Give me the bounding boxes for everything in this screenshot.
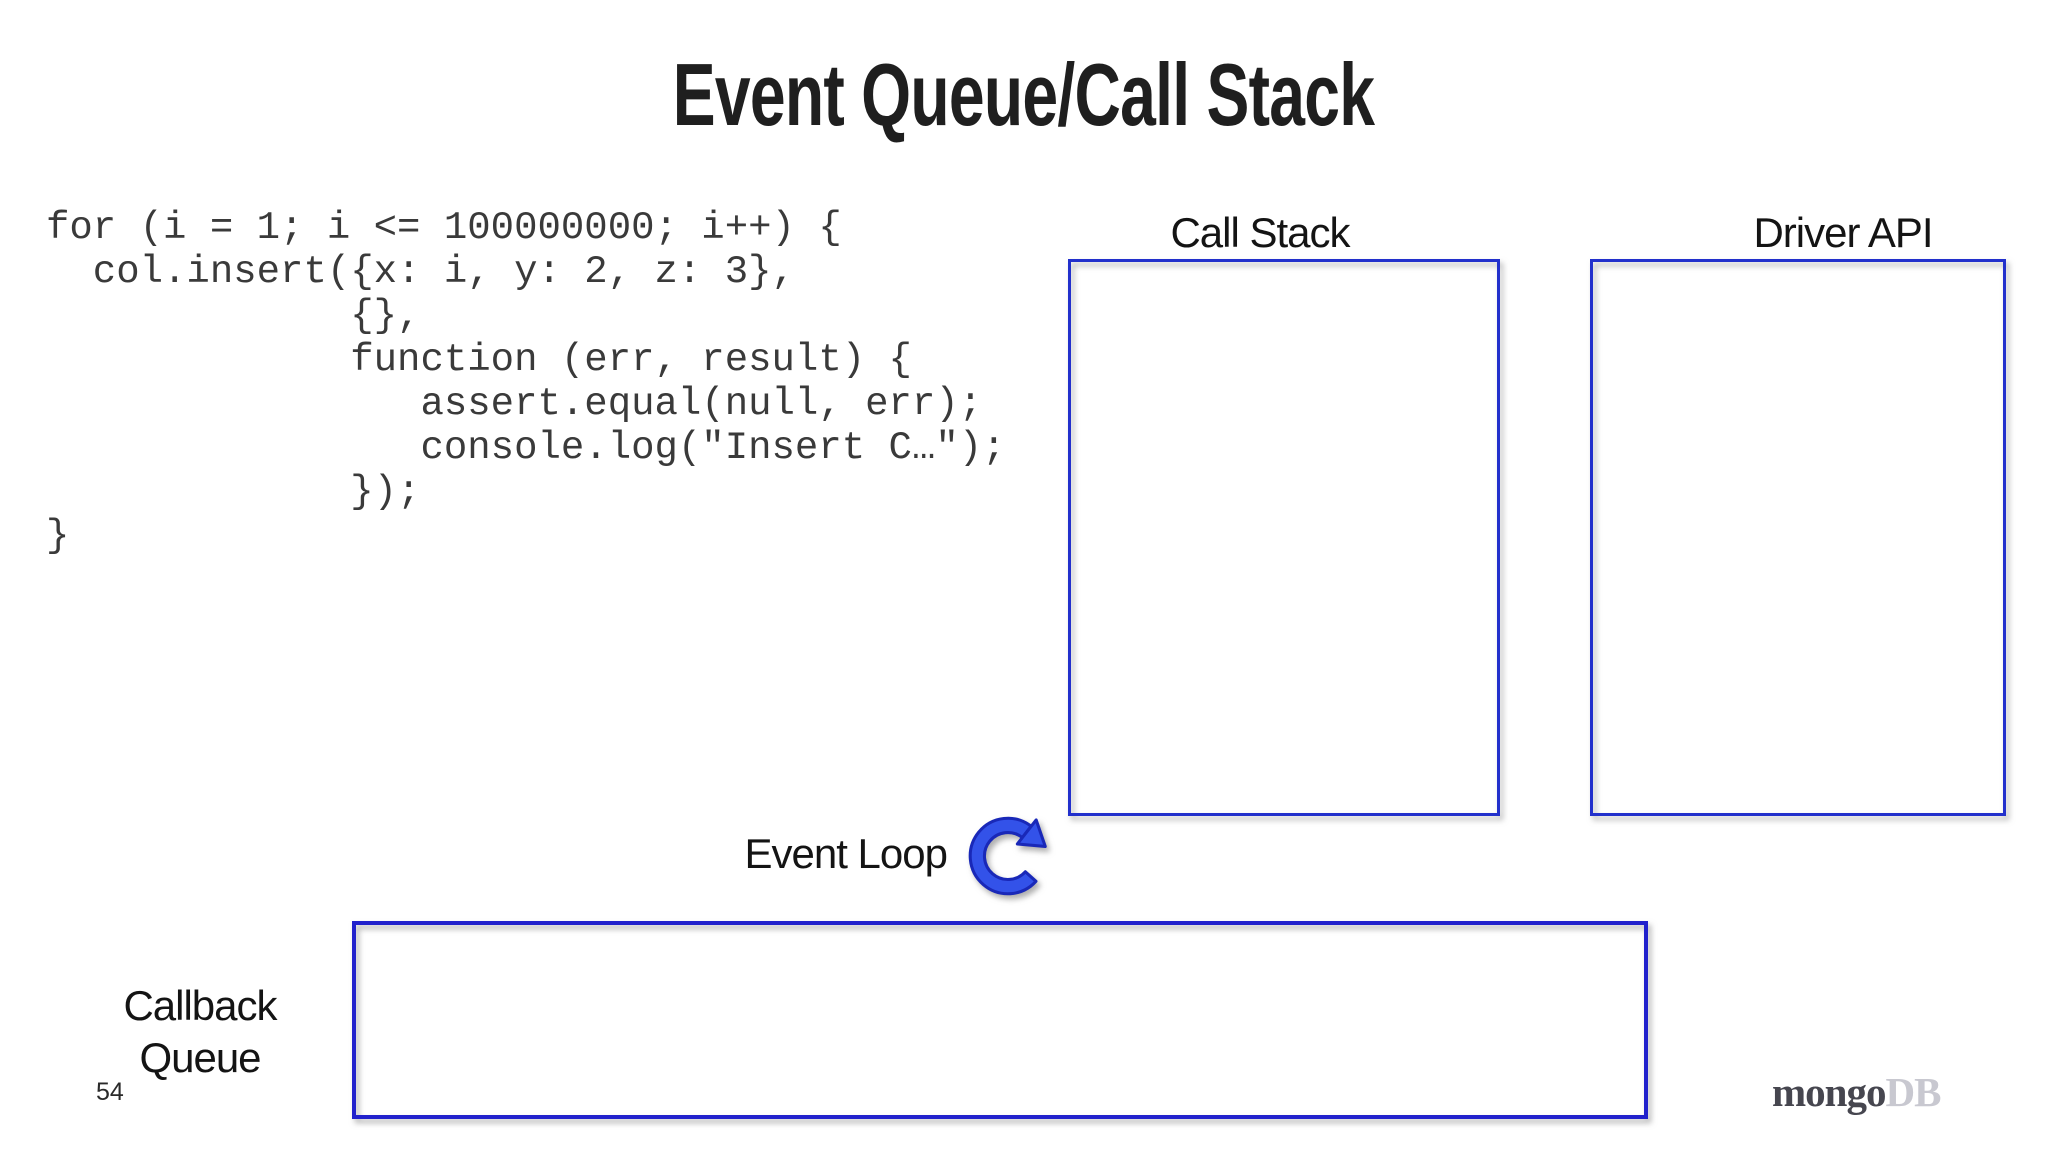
driver-api-label: Driver API — [1753, 209, 1933, 256]
code-line: {}, — [46, 294, 421, 338]
code-line: for (i = 1; i <= 100000000; i++) { — [46, 206, 842, 250]
page-title: Event Queue/Call Stack — [0, 50, 2048, 140]
code-line: assert.equal(null, err); — [46, 382, 983, 426]
page-title-text: Event Queue/Call Stack — [673, 45, 1375, 144]
event-loop-icon — [968, 816, 1047, 896]
call-stack-box — [1068, 259, 1500, 816]
code-line: }); — [46, 470, 421, 514]
code-line: } — [46, 514, 70, 558]
callback-queue-box — [352, 921, 1648, 1119]
page-number: 54 — [96, 1078, 124, 1106]
code-block: for (i = 1; i <= 100000000; i++) { col.i… — [46, 206, 1006, 558]
event-loop-label: Event Loop — [744, 830, 948, 877]
callback-queue-label-line2: Queue — [139, 1034, 261, 1081]
call-stack-label: Call Stack — [1170, 209, 1350, 256]
mongodb-logo-db: DB — [1885, 1069, 1941, 1115]
callback-queue-label-line1: Callback — [123, 982, 277, 1029]
code-line: console.log("Insert C…"); — [46, 426, 1006, 470]
code-line: col.insert({x: i, y: 2, z: 3}, — [46, 250, 795, 294]
code-line: function (err, result) { — [46, 338, 912, 382]
callback-queue-label: Callback Queue — [55, 980, 345, 1084]
mongodb-logo-mongo: mongo — [1772, 1069, 1886, 1115]
mongodb-logo: mongoDB — [1772, 1068, 1941, 1116]
driver-api-box — [1590, 259, 2006, 816]
